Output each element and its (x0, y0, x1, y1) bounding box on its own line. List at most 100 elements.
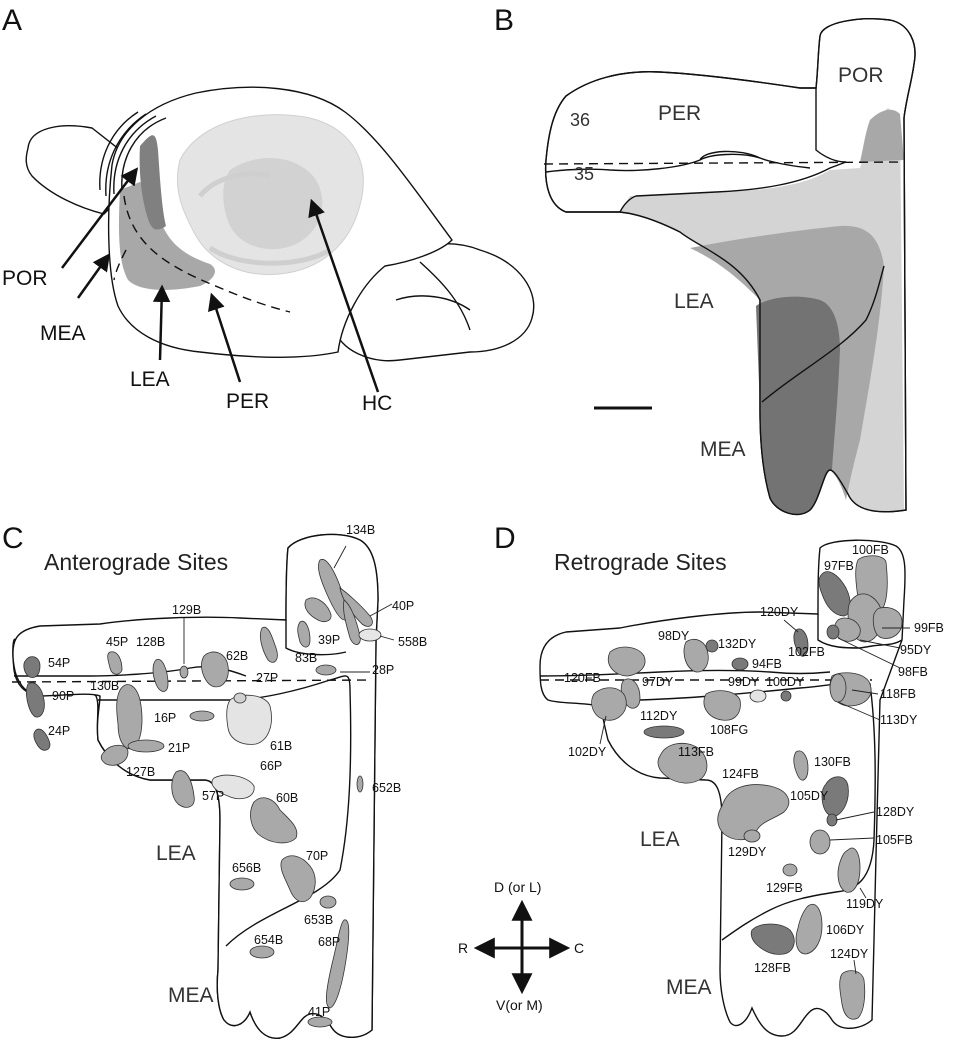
por-region (139, 135, 166, 230)
b-dashed-line (543, 161, 905, 165)
b-label-36: 36 (570, 110, 590, 130)
label-68P: 68P (318, 935, 340, 949)
label-70P: 70P (306, 849, 328, 863)
site-94FB (731, 657, 749, 671)
label-120FB: 120FB (564, 671, 601, 685)
site-41P (307, 1016, 333, 1028)
site-60B (250, 797, 298, 844)
site-124FB (717, 784, 790, 841)
site-90P (26, 682, 45, 718)
d-lea-boundary (599, 681, 876, 941)
label-129FB: 129FB (766, 881, 803, 895)
label-106DY: 106DY (826, 923, 865, 937)
site-99DY (749, 689, 767, 703)
mea-arrow (76, 253, 111, 299)
lea-label: LEA (130, 368, 170, 391)
site-129DY (743, 829, 761, 843)
site-128DY (826, 813, 838, 827)
site-105FB (809, 829, 831, 855)
c-label-mea: MEA (168, 984, 214, 1007)
label-97FB: 97FB (824, 559, 854, 573)
leader-128DY (835, 811, 875, 821)
site-124DY (839, 970, 866, 1020)
site-130FB (793, 750, 809, 781)
rhinal-sulcus-line (123, 195, 291, 313)
site-129FB (782, 863, 798, 877)
b-mea-boundary (761, 265, 885, 403)
por-arrow (61, 167, 139, 269)
leader-134B (333, 545, 347, 569)
site-62B (201, 651, 229, 688)
label-113FB: 113FB (678, 745, 714, 759)
label-98DY: 98DY (658, 629, 690, 643)
label-54P: 54P (48, 656, 70, 670)
label-99DY: 99DY (728, 675, 760, 689)
panel-d: D Retrograde Sites (494, 522, 944, 1037)
label-100FB: 100FB (852, 543, 889, 557)
hc-label: HC (362, 392, 392, 415)
label-61B: 61B (270, 739, 292, 753)
compass-rostral: R (458, 940, 468, 956)
label-124DY: 124DY (830, 947, 869, 961)
b-35-fold (699, 150, 761, 161)
site-70P (280, 855, 316, 903)
leader-113DY (837, 701, 881, 721)
label-108FG: 108FG (710, 723, 748, 737)
leader-98FB (837, 637, 901, 669)
site-113DY (829, 673, 847, 703)
label-118FB: 118FB (880, 687, 916, 701)
site-112DY (643, 725, 685, 739)
site-95DY (872, 607, 903, 639)
panel-c-title: Anterograde Sites (44, 549, 228, 575)
rhinal-sulcus-line (113, 249, 127, 281)
label-652B: 652B (372, 781, 401, 795)
label-105FB: 105FB (876, 833, 913, 847)
site-132DY (705, 639, 719, 653)
label-102FB: 102FB (788, 645, 825, 659)
compass-caudal: C (574, 940, 584, 956)
label-94FB: 94FB (752, 657, 782, 671)
b-label-per: PER (658, 102, 701, 125)
label-130B: 130B (90, 679, 119, 693)
site-134B-b (343, 599, 361, 645)
leader-105FB (829, 837, 875, 841)
site-656B (229, 877, 255, 891)
site-130B (116, 684, 143, 750)
b-label-por: POR (838, 64, 884, 87)
site-24P (33, 728, 51, 751)
label-41P: 41P (308, 1005, 330, 1019)
site-68P (326, 919, 350, 1009)
site-128B (152, 658, 169, 692)
leader-558B (379, 635, 395, 641)
label-112DY: 112DY (640, 709, 678, 723)
b-35-fold (545, 153, 811, 173)
site-120FB (607, 646, 646, 677)
site-128FB (750, 923, 795, 955)
site-21P (127, 739, 165, 753)
lea-mea-region (118, 182, 215, 290)
label-90P: 90P (52, 689, 74, 703)
site-61B-dot (233, 692, 247, 704)
site-16P (189, 710, 215, 722)
leader-95DY (859, 639, 901, 649)
site-83B (297, 620, 311, 648)
lea-arrow (152, 284, 171, 361)
brainstem-fold (395, 295, 471, 311)
hippocampus-inner (223, 157, 323, 250)
site-45P (107, 651, 123, 675)
label-105DY: 105DY (790, 789, 829, 803)
label-654B: 654B (254, 933, 283, 947)
site-654B (249, 945, 275, 959)
olfactory-bulb (25, 125, 121, 215)
b-label-lea: LEA (674, 290, 714, 313)
hc-arrow (308, 198, 380, 393)
site-127B (100, 744, 129, 766)
b-label-35: 35 (574, 164, 594, 184)
label-128DY: 128DY (876, 805, 915, 819)
b-por-boundary (815, 88, 847, 163)
c-label-lea: LEA (156, 842, 196, 865)
label-128FB: 128FB (754, 961, 791, 975)
panel-b: B 36 PER POR 35 LEA MEA (494, 4, 916, 516)
site-54P (23, 656, 41, 678)
hippocampus-fold (198, 171, 271, 198)
